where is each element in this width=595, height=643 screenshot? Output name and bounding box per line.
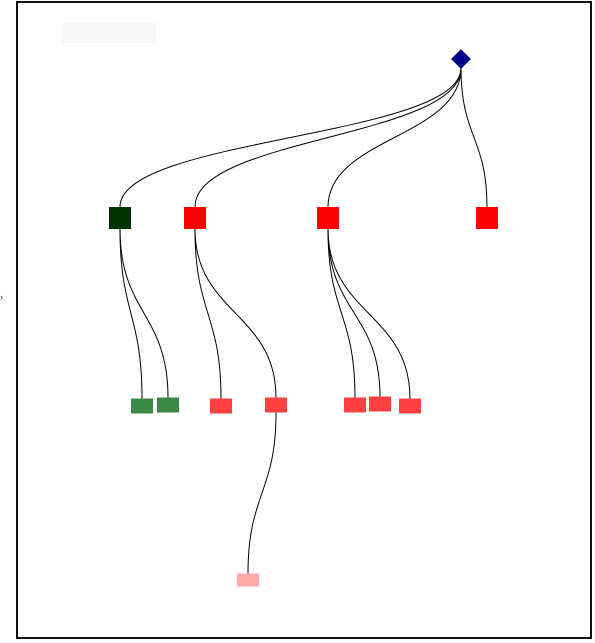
tree-node-d[interactable] — [476, 207, 498, 229]
edge-b-b1 — [194, 228, 222, 399]
tree-node-a[interactable] — [109, 207, 131, 229]
edge-root-a — [119, 67, 462, 208]
edge-a-a1 — [119, 228, 143, 399]
tree-node-b21[interactable] — [237, 573, 259, 587]
tree-node-c2[interactable] — [369, 396, 391, 412]
root-node-diamond[interactable] — [451, 49, 471, 69]
edge-c-c3 — [327, 228, 411, 399]
edge-b-b2 — [194, 228, 277, 398]
diagram-frame — [16, 1, 592, 639]
edge-root-b — [194, 67, 462, 208]
edge-c-c1 — [327, 228, 356, 398]
tree-node-c[interactable] — [317, 207, 339, 229]
tree-node-a2[interactable] — [157, 397, 179, 413]
edge-root-c — [327, 67, 462, 208]
tree-node-c3[interactable] — [399, 398, 421, 414]
edge-a-a2 — [119, 228, 169, 398]
tree-node-c1[interactable] — [344, 397, 366, 413]
tree-node-b[interactable] — [184, 207, 206, 229]
edge-c-c2 — [327, 228, 381, 397]
tree-node-b2[interactable] — [265, 397, 287, 413]
edge-arrow-mark: › — [0, 292, 3, 302]
tree-node-a1[interactable] — [131, 398, 153, 414]
faint-label-placeholder — [62, 23, 156, 43]
tree-node-b1[interactable] — [210, 398, 232, 414]
edge-root-d — [460, 67, 488, 208]
edges — [119, 67, 488, 574]
edge-b2-b21 — [247, 412, 277, 574]
